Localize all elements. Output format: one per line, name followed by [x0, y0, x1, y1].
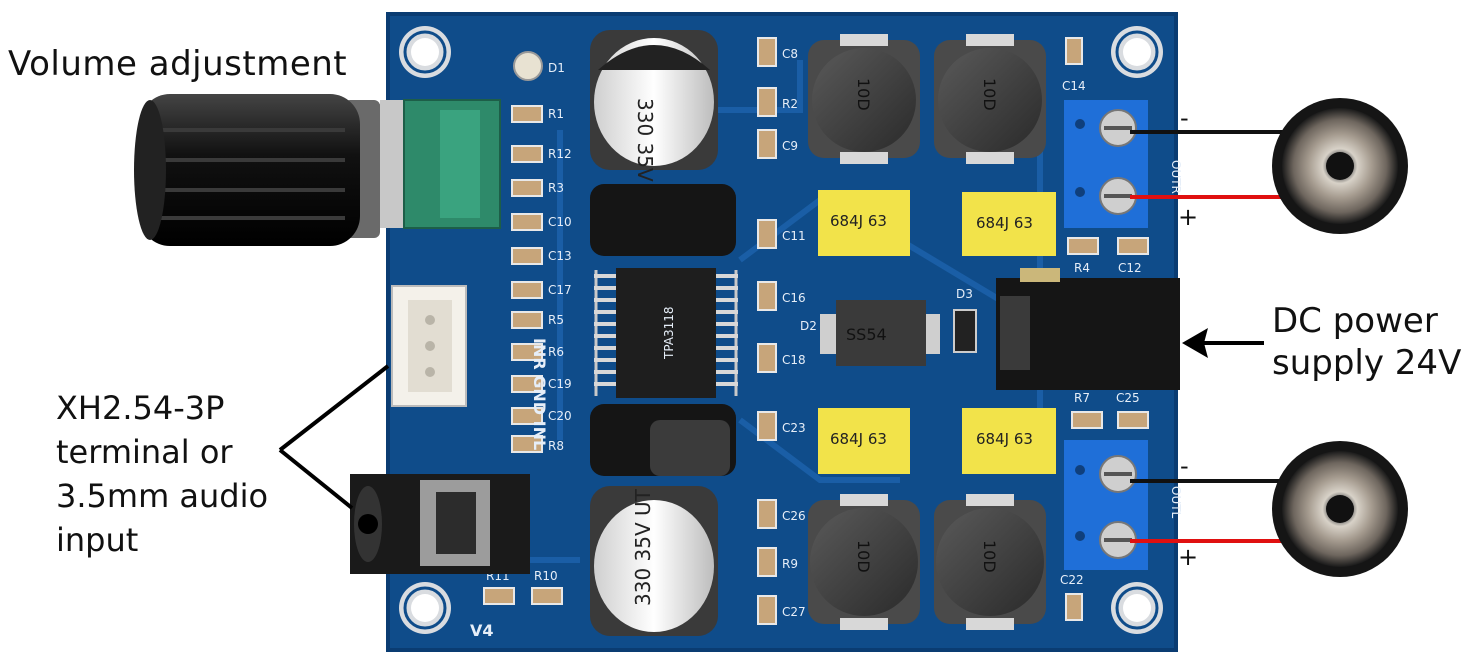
film-cap-1: 684J 63	[818, 190, 910, 256]
chip-text: TPA3118	[662, 306, 676, 360]
inductor-top-left: 10D	[808, 34, 920, 164]
speaker-left-icon	[1272, 441, 1408, 577]
dc-power-label: DC power supply 24V	[1272, 300, 1461, 384]
silk-r1: R1	[548, 107, 564, 121]
silk-r12: R12	[548, 147, 572, 161]
silk-r4: R4	[1074, 261, 1090, 275]
audio-jack	[350, 474, 530, 574]
speaker-right-icon	[1272, 98, 1408, 234]
film-cap-1-text: 684J 63	[830, 212, 887, 230]
audio-input-label-line4: input	[56, 521, 139, 559]
led-d1	[513, 51, 543, 81]
silk-c23: C23	[782, 421, 806, 435]
silk-c27: C27	[782, 605, 806, 619]
dc-barrel-jack	[996, 268, 1180, 390]
cap-bottom-text: 330 35V UT	[631, 488, 655, 606]
silk-c25: C25	[1116, 391, 1140, 405]
silk-c8: C8	[782, 47, 798, 61]
silk-r8: R8	[548, 439, 564, 453]
amplifier-chip: TPA3118	[594, 268, 738, 398]
film-cap-3-text: 684J 63	[830, 430, 887, 448]
film-cap-4: 684J 63	[962, 408, 1056, 474]
silk-d2: D2	[800, 319, 817, 333]
silk-r6: R6	[548, 345, 564, 359]
silk-c13: C13	[548, 249, 572, 263]
silk-c16: C16	[782, 291, 806, 305]
silk-r2: R2	[782, 97, 798, 111]
silk-c12: C12	[1118, 261, 1142, 275]
screw-terminal-left	[1064, 440, 1148, 570]
xh-input-connector	[391, 285, 467, 407]
silk-c11: C11	[782, 229, 806, 243]
silk-c9: C9	[782, 139, 798, 153]
right-speaker-plus-label: +	[1178, 203, 1199, 231]
left-speaker-plus-label: +	[1178, 543, 1199, 571]
silk-r9: R9	[782, 557, 798, 571]
left-speaker-minus-label: -	[1180, 452, 1189, 480]
diode-ss54: SS54	[820, 300, 940, 366]
inductor-bottom-left: 10D	[808, 494, 920, 630]
electrolytic-cap-top: 330 35V UT	[590, 30, 718, 216]
silk-c18: C18	[782, 353, 806, 367]
audio-input-label: XH2.54-3P terminal or 3.5mm audio input	[56, 386, 268, 562]
silk-r3: R3	[548, 181, 564, 195]
out-right-label: OUTR	[1169, 160, 1183, 194]
electrolytic-cap-bottom: 330 35V UT	[590, 486, 718, 636]
inductor-tr-text: 10D	[980, 78, 999, 111]
inductor-bl-text: 10D	[854, 540, 873, 573]
input-pin-labels: INR GND INL	[530, 338, 549, 450]
volume-knob	[134, 94, 501, 246]
audio-input-label-line2: terminal or	[56, 433, 233, 471]
input-pointer-lines	[278, 364, 390, 510]
dc-arrow-icon	[1182, 328, 1264, 358]
silk-c26: C26	[782, 509, 806, 523]
silkscreen-labels: D1 R1 R12 R3 C10 C13 C17 R5 R6 C19 C20 R…	[470, 47, 1183, 640]
film-cap-4-text: 684J 63	[976, 430, 1033, 448]
inductor-bottom-right: 10D	[934, 494, 1046, 630]
board-version: V4	[470, 621, 494, 640]
diode-d3	[953, 309, 977, 353]
smd-column-left	[511, 105, 543, 453]
inductor-tl-text: 10D	[854, 78, 873, 111]
silk-r5: R5	[548, 313, 564, 327]
film-cap-3: 684J 63	[818, 408, 910, 474]
silk-d3: D3	[956, 287, 973, 301]
out-left-label: OUTL	[1169, 486, 1183, 519]
audio-input-label-line3: 3.5mm audio	[56, 477, 269, 515]
black-caps	[590, 184, 736, 476]
silk-c14: C14	[1062, 79, 1086, 93]
silk-r10: R10	[534, 569, 558, 583]
silk-d1: D1	[548, 61, 565, 75]
silk-c22: C22	[1060, 573, 1084, 587]
dc-power-label-line1: DC power	[1272, 301, 1438, 341]
silk-r7: R7	[1074, 391, 1090, 405]
inductor-top-right: 10D	[934, 34, 1046, 164]
inductor-br-text: 10D	[980, 540, 999, 573]
silk-c19: C19	[548, 377, 572, 391]
film-cap-2-text: 684J 63	[976, 214, 1033, 232]
silk-c17: C17	[548, 283, 572, 297]
screw-terminal-right	[1064, 100, 1148, 228]
dc-power-label-line2: supply 24V	[1272, 343, 1462, 383]
silk-c10: C10	[548, 215, 572, 229]
chip-pins	[594, 270, 738, 396]
diode-text: SS54	[846, 325, 887, 344]
volume-adjustment-label: Volume adjustment	[8, 44, 348, 84]
silk-c20: C20	[548, 409, 572, 423]
smd-column-mid	[483, 37, 1149, 625]
right-speaker-minus-label: -	[1180, 104, 1189, 132]
mounting-holes	[399, 26, 1163, 634]
speaker-wires	[1130, 130, 1290, 543]
film-cap-2: 684J 63	[962, 192, 1056, 256]
audio-input-label-line1: XH2.54-3P	[56, 389, 225, 427]
